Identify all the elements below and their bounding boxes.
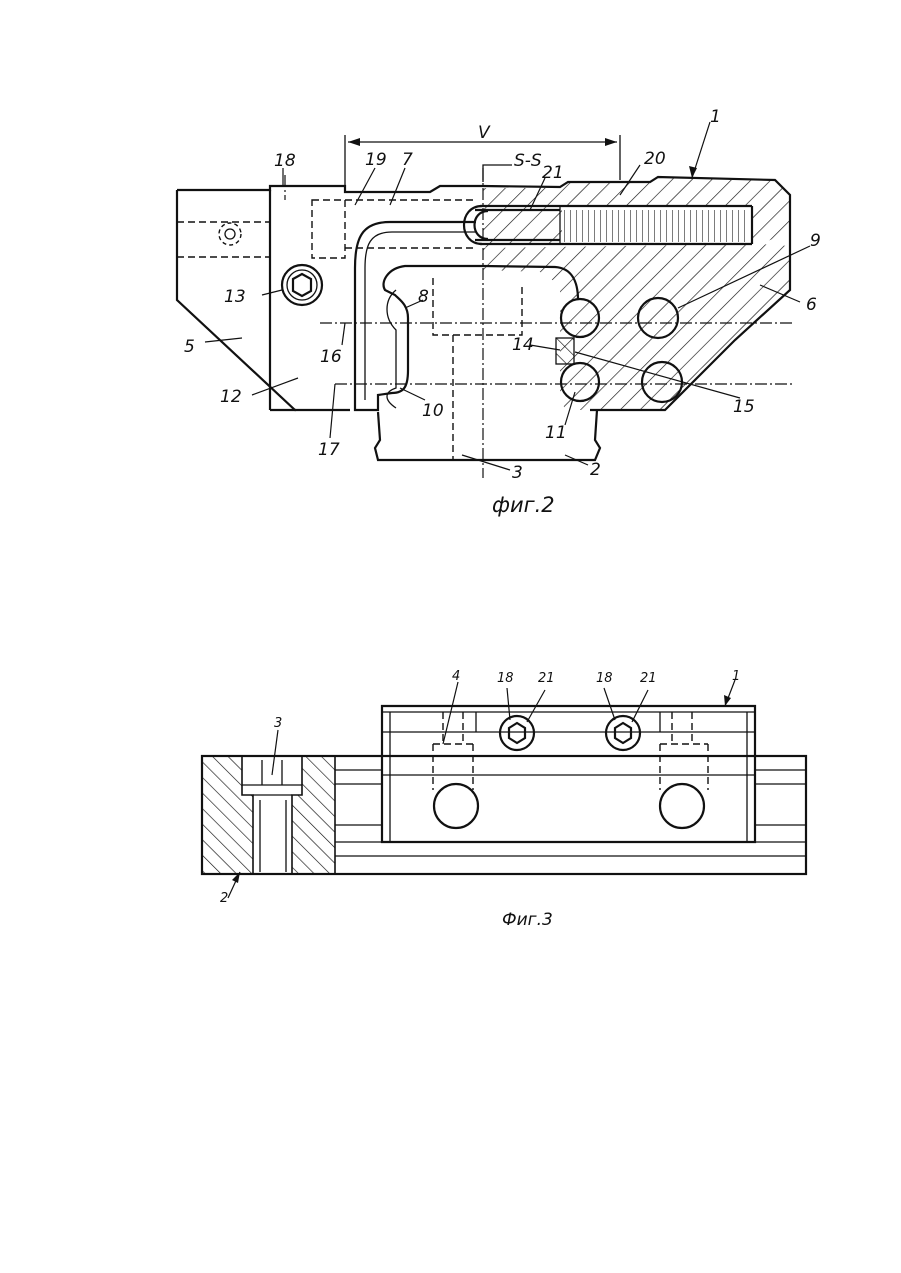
label-5: 5 <box>184 337 195 357</box>
fig3-label-18a: 18 <box>497 671 514 686</box>
label-15: 15 <box>733 397 755 417</box>
label-21: 21 <box>542 163 564 183</box>
section-mark: S-S <box>514 151 542 171</box>
figure-2-caption: фиг.2 <box>492 493 555 517</box>
label-7: 7 <box>402 150 413 170</box>
label-20: 20 <box>644 149 666 169</box>
label-16: 16 <box>320 347 342 367</box>
figure-2: V S-S <box>177 107 821 517</box>
label-12: 12 <box>220 387 242 407</box>
label-3: 3 <box>512 463 523 483</box>
label-6: 6 <box>806 295 817 315</box>
label-11: 11 <box>545 423 567 443</box>
fig3-label-18b: 18 <box>596 671 613 686</box>
label-9: 9 <box>810 231 821 251</box>
dimension-label-v: V <box>478 123 491 143</box>
fig3-label-3: 3 <box>274 716 282 731</box>
label-2: 2 <box>590 460 601 480</box>
fig3-label-21a: 21 <box>538 671 555 686</box>
figure-3: 1 2 3 4 18 21 18 21 Фиг.3 <box>202 669 806 930</box>
label-1: 1 <box>710 107 721 127</box>
label-14: 14 <box>512 335 534 355</box>
label-18: 18 <box>274 151 296 171</box>
fig3-label-1: 1 <box>732 669 740 684</box>
label-13: 13 <box>224 287 246 307</box>
label-8: 8 <box>418 287 429 307</box>
fig3-label-4: 4 <box>452 669 460 684</box>
label-19: 19 <box>365 150 387 170</box>
hatched-section-right <box>483 178 790 410</box>
label-17: 17 <box>318 440 340 460</box>
fig3-label-2: 2 <box>220 891 228 906</box>
fig3-label-21b: 21 <box>640 671 657 686</box>
figure-3-caption: Фиг.3 <box>502 910 553 930</box>
label-10: 10 <box>422 401 444 421</box>
